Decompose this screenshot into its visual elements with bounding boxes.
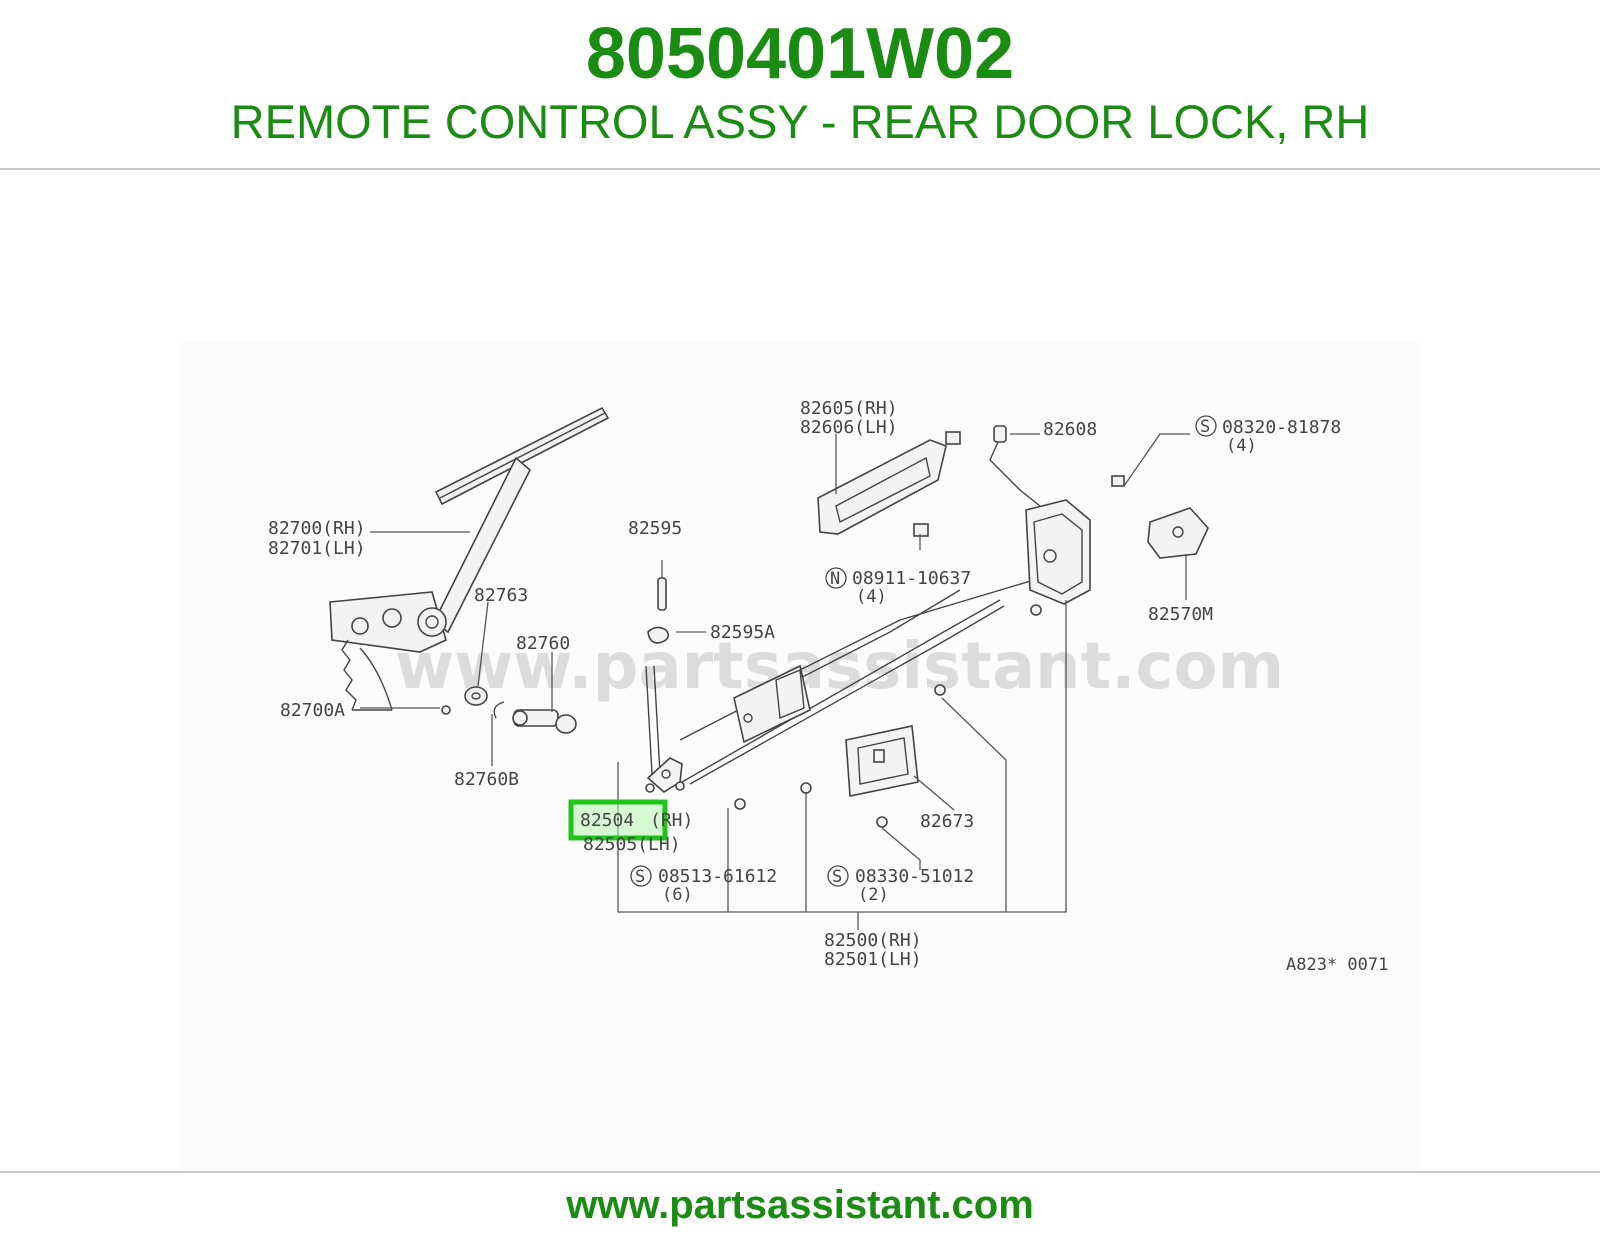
nut-08911-drawing	[913, 523, 929, 537]
lock-knob-rod-drawing	[645, 577, 670, 775]
label-82504-suffix: (RH)	[650, 810, 693, 831]
footer-url[interactable]: www.partsassistant.com	[566, 1183, 1034, 1227]
screw-82673-drawing	[876, 816, 888, 828]
label-82605: 82605(RH)	[800, 398, 898, 419]
label-82760: 82760	[516, 633, 570, 654]
svg-text:S: S	[832, 867, 842, 887]
label-82501: 82501(LH)	[824, 949, 922, 970]
callout-labels: 82605(RH) 82606(LH) 82608 S 08320-81878 …	[268, 398, 1388, 975]
label-82606: 82606(LH)	[800, 417, 898, 438]
s-symbol-08330	[827, 865, 849, 887]
label-08513: 08513-61612	[658, 866, 777, 887]
parts-diagram: www.partsassistant.com	[0, 170, 1600, 1170]
s-symbol-08320	[1195, 415, 1217, 437]
label-08330-qty: (2)	[858, 885, 889, 905]
label-82760b: 82760B	[454, 769, 519, 790]
svg-text:S: S	[635, 867, 645, 887]
diagram-canvas	[180, 340, 1420, 1170]
n-symbol-08911	[825, 567, 847, 589]
remote-handle-82673-drawing	[845, 725, 919, 797]
header-divider	[0, 168, 1600, 170]
remote-control-82504-drawing	[645, 757, 685, 793]
outside-handle-82605-drawing	[817, 431, 961, 535]
label-82595: 82595	[628, 518, 682, 539]
svg-text:S: S	[1200, 417, 1210, 437]
remote-bracket-drawing	[733, 664, 811, 744]
screw-08320-drawing	[1111, 475, 1125, 487]
label-08330: 08330-51012	[855, 866, 974, 887]
window-regulator-drawing	[329, 406, 610, 711]
label-82701: 82701(LH)	[268, 538, 366, 559]
label-08911-qty: (4)	[856, 587, 887, 607]
striker-82570m-drawing	[1147, 507, 1209, 559]
screw-08330-drawing	[800, 782, 812, 794]
window-handle-82760-drawing	[512, 709, 577, 734]
label-08320: 08320-81878	[1222, 417, 1341, 438]
label-82595a: 82595A	[710, 622, 775, 643]
diagram-svg: www.partsassistant.com	[180, 340, 1420, 1170]
label-82700: 82700(RH)	[268, 518, 366, 539]
label-82500: 82500(RH)	[824, 930, 922, 951]
label-08320-qty: (4)	[1226, 436, 1257, 456]
label-82673: 82673	[920, 811, 974, 832]
rod-82608-drawing	[993, 425, 1007, 443]
clip-82760b-drawing	[493, 701, 505, 719]
label-82700a: 82700A	[280, 700, 345, 721]
screw-08513-drawing	[734, 798, 746, 810]
clip-drawing	[934, 684, 946, 696]
footer-divider	[0, 1171, 1600, 1173]
s-symbol-08513	[630, 865, 652, 887]
lock-rods-drawing	[679, 579, 1035, 785]
label-82763: 82763	[474, 585, 528, 606]
svg-text:N: N	[830, 569, 840, 589]
page-header: 8050401W02 REMOTE CONTROL ASSY - REAR DO…	[0, 0, 1600, 170]
label-82504[interactable]: 82504	[580, 810, 634, 831]
washer-82763-drawing	[464, 686, 488, 706]
part-title: REMOTE CONTROL ASSY - REAR DOOR LOCK, RH	[230, 95, 1370, 148]
label-08513-qty: (6)	[662, 885, 693, 905]
part-number: 8050401W02	[585, 14, 1015, 94]
figure-code: A823* 0071	[1286, 955, 1388, 975]
label-08911: 08911-10637	[852, 568, 971, 589]
label-82608: 82608	[1043, 419, 1097, 440]
door-lock-82500-drawing	[1025, 499, 1091, 616]
highlight-box[interactable]	[568, 799, 668, 841]
label-82570m: 82570M	[1148, 604, 1213, 625]
screw-82700a-drawing	[441, 705, 451, 715]
label-82505: 82505(LH)	[583, 834, 681, 855]
